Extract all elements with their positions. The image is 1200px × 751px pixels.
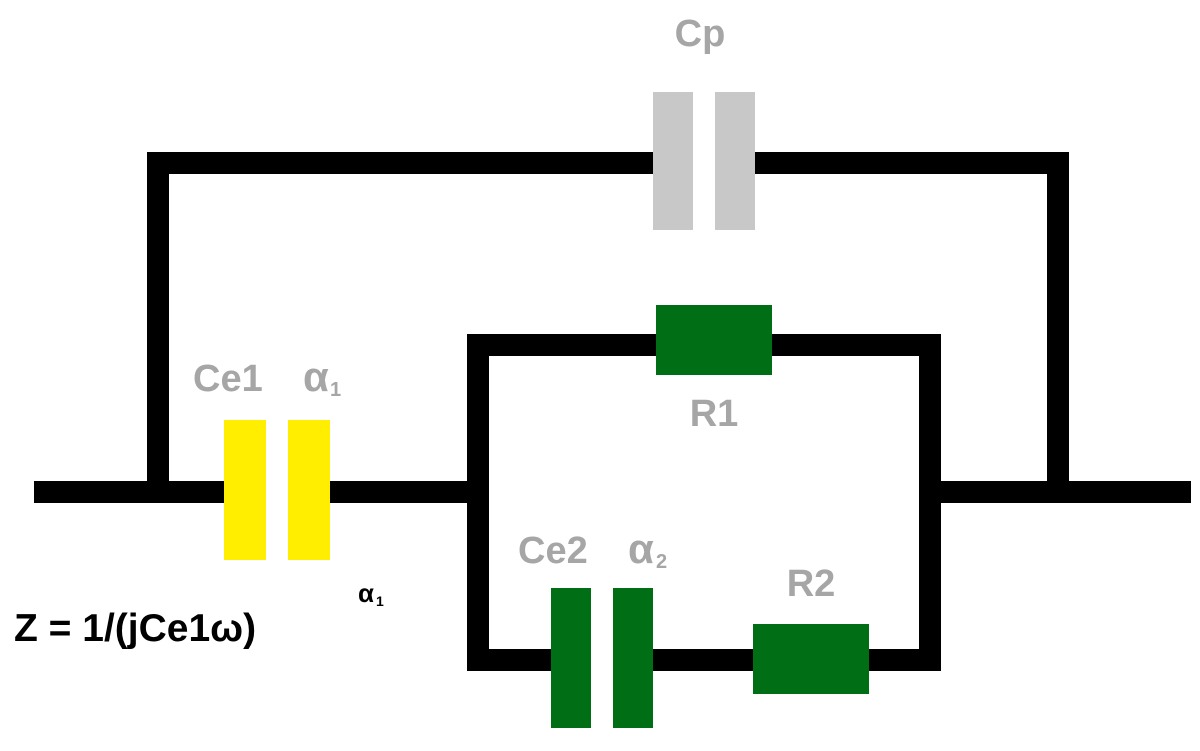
impedance-formula: Z = 1/(jCe1ω) α 1 [14, 578, 384, 650]
inner-bottom-wire-right [855, 481, 941, 671]
cp-plate-left [653, 92, 693, 230]
r2-resistor [753, 624, 869, 694]
inner-bottom-wire-left [467, 481, 567, 671]
ce2-label-group: Ce2 α 2 [518, 525, 667, 573]
ce1-plate-right [288, 420, 330, 560]
ce2-alpha-subscript: 2 [656, 551, 667, 573]
impedance-formula-exponent: α [358, 578, 374, 608]
outer-loop-wire-right [739, 152, 1069, 503]
ce1-alpha-subscript: 1 [330, 379, 341, 401]
inner-top-wire-right [759, 334, 941, 503]
ce1-label: Ce1 [193, 358, 263, 400]
wires [34, 152, 1191, 671]
outer-loop-wire-left [147, 152, 671, 503]
impedance-formula-main: Z = 1/(jCe1ω) [14, 607, 256, 650]
ce1-capacitor [224, 420, 330, 560]
cp-label: Cp [675, 13, 726, 55]
ce2-plate-right [613, 588, 653, 728]
cp-capacitor [653, 92, 755, 230]
ce2-plate-left [551, 588, 591, 728]
ce2-capacitor [551, 588, 653, 728]
r1-label: R1 [690, 393, 739, 435]
inner-top-wire-left [467, 334, 671, 503]
cp-plate-right [715, 92, 755, 230]
r2-label: R2 [787, 563, 836, 605]
ce1-plate-left [224, 420, 266, 560]
ce1-label-group: Ce1 α 1 [193, 353, 341, 401]
ce2-label: Ce2 [518, 530, 588, 572]
ce1-alpha-symbol: α [303, 353, 329, 400]
ce2-alpha-symbol: α [628, 525, 654, 572]
r1-resistor [656, 305, 772, 375]
impedance-formula-exponent-subscript: 1 [376, 593, 384, 609]
